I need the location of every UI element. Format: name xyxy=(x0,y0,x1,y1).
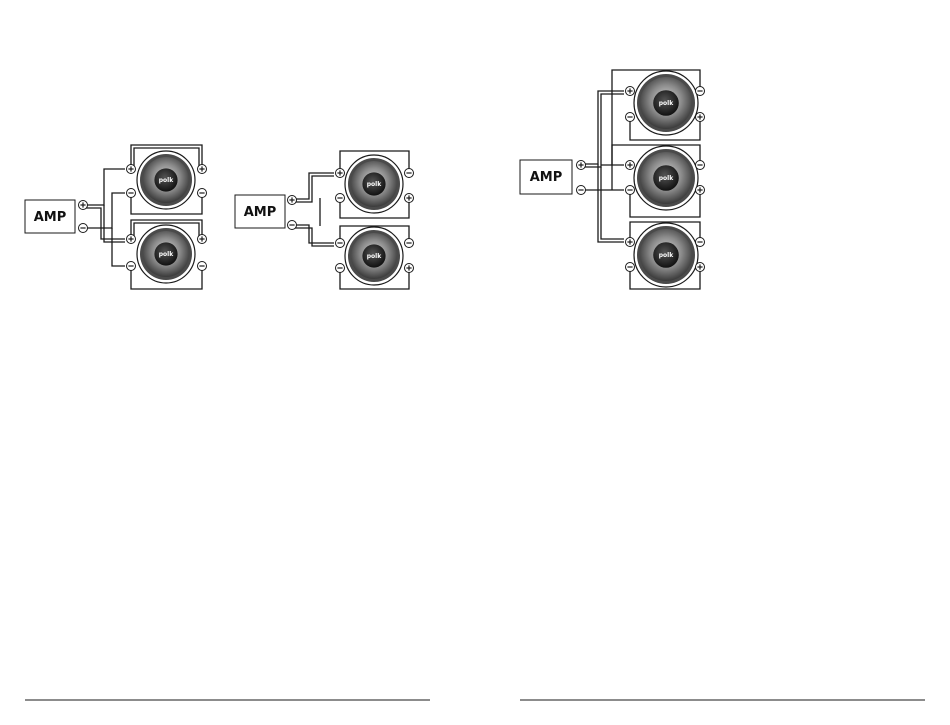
negative-terminal-icon xyxy=(79,224,88,233)
amp: AMP xyxy=(25,200,75,233)
speaker-logo: polk xyxy=(367,253,382,260)
amp-label: AMP xyxy=(244,205,277,220)
speaker: polk xyxy=(634,223,698,287)
negative-terminal-icon xyxy=(696,87,705,96)
positive-terminal-icon xyxy=(696,186,705,195)
negative-terminal-icon xyxy=(626,263,635,272)
speaker-logo: polk xyxy=(659,175,674,182)
negative-terminal-icon xyxy=(127,189,136,198)
amp: AMP xyxy=(520,160,572,194)
speaker-logo: polk xyxy=(159,177,174,184)
speaker: polk xyxy=(345,155,403,213)
positive-terminal-icon xyxy=(336,169,345,178)
positive-terminal-icon xyxy=(127,235,136,244)
negative-terminal-icon xyxy=(696,238,705,247)
negative-terminal-icon xyxy=(127,262,136,271)
negative-terminal-icon xyxy=(336,194,345,203)
speaker: polk xyxy=(137,151,195,209)
speaker-logo: polk xyxy=(659,252,674,259)
negative-terminal-icon xyxy=(405,169,414,178)
negative-terminal-icon xyxy=(288,221,297,230)
speaker: polk xyxy=(634,146,698,210)
negative-terminal-icon xyxy=(198,262,207,271)
speaker-logo: polk xyxy=(659,100,674,107)
speaker: polk xyxy=(345,227,403,285)
positive-terminal-icon xyxy=(626,238,635,247)
speakers: polk polk polk polk polk polk polk xyxy=(137,71,698,287)
positive-terminal-icon xyxy=(127,165,136,174)
positive-terminal-icon xyxy=(79,201,88,210)
amp-label: AMP xyxy=(530,170,563,185)
amp: AMP xyxy=(235,195,285,228)
speaker: polk xyxy=(634,71,698,135)
positive-terminal-icon xyxy=(626,161,635,170)
negative-terminal-icon xyxy=(626,186,635,195)
negative-terminal-icon xyxy=(405,239,414,248)
positive-terminal-icon xyxy=(696,113,705,122)
speaker-logo: polk xyxy=(367,181,382,188)
negative-terminal-icon xyxy=(577,186,586,195)
positive-terminal-icon xyxy=(626,87,635,96)
positive-terminal-icon xyxy=(577,161,586,170)
positive-terminal-icon xyxy=(198,165,207,174)
negative-terminal-icon xyxy=(336,264,345,273)
speaker-logo: polk xyxy=(159,251,174,258)
negative-terminal-icon xyxy=(336,239,345,248)
positive-terminal-icon xyxy=(405,264,414,273)
positive-terminal-icon xyxy=(405,194,414,203)
amp-label: AMP xyxy=(34,210,67,225)
positive-terminal-icon xyxy=(198,235,207,244)
speaker: polk xyxy=(137,225,195,283)
negative-terminal-icon xyxy=(626,113,635,122)
negative-terminal-icon xyxy=(198,189,207,198)
positive-terminal-icon xyxy=(696,263,705,272)
positive-terminal-icon xyxy=(288,196,297,205)
negative-terminal-icon xyxy=(696,161,705,170)
